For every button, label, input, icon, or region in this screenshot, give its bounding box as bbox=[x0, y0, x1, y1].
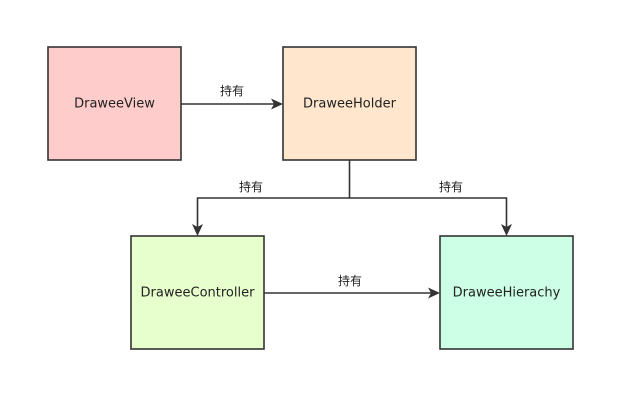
edge-holder-to-controller: 持有 bbox=[192, 179, 350, 236]
drawee-holder-box bbox=[282, 46, 417, 161]
edge-holder-to-hierachy-label: 持有 bbox=[439, 179, 463, 194]
edge-controller-to-hierachy-label: 持有 bbox=[338, 273, 362, 288]
drawee-view-label: DraweeView bbox=[74, 97, 155, 112]
edge-holder-to-controller-line bbox=[196, 197, 350, 227]
arrow-head-icon bbox=[192, 224, 203, 236]
drawee-controller-label: DraweeController bbox=[141, 286, 256, 301]
drawee-hierachy-box bbox=[439, 235, 574, 350]
drawee-hierachy-label: DraweeHierachy bbox=[453, 286, 561, 301]
edge-holder-to-hierachy: 持有 bbox=[349, 179, 512, 236]
edge-holder-to-controller-label: 持有 bbox=[239, 179, 263, 194]
node-drawee-hierachy: DraweeHierachy bbox=[439, 235, 574, 350]
edge-view-to-holder-label: 持有 bbox=[220, 83, 244, 98]
edge-holder-to-hierachy-line bbox=[349, 197, 508, 227]
drawee-holder-label: DraweeHolder bbox=[303, 97, 397, 112]
node-drawee-holder: DraweeHolder bbox=[282, 46, 417, 161]
node-drawee-view: DraweeView bbox=[47, 46, 182, 161]
edge-controller-to-hierachy: 持有 bbox=[264, 273, 440, 299]
drawee-view-box bbox=[47, 46, 182, 161]
arrow-head-icon bbox=[501, 224, 512, 236]
node-drawee-controller: DraweeController bbox=[130, 235, 265, 350]
edge-view-to-holder: 持有 bbox=[181, 83, 283, 110]
arrow-head-icon bbox=[271, 98, 283, 110]
arrow-head-icon bbox=[428, 287, 440, 299]
